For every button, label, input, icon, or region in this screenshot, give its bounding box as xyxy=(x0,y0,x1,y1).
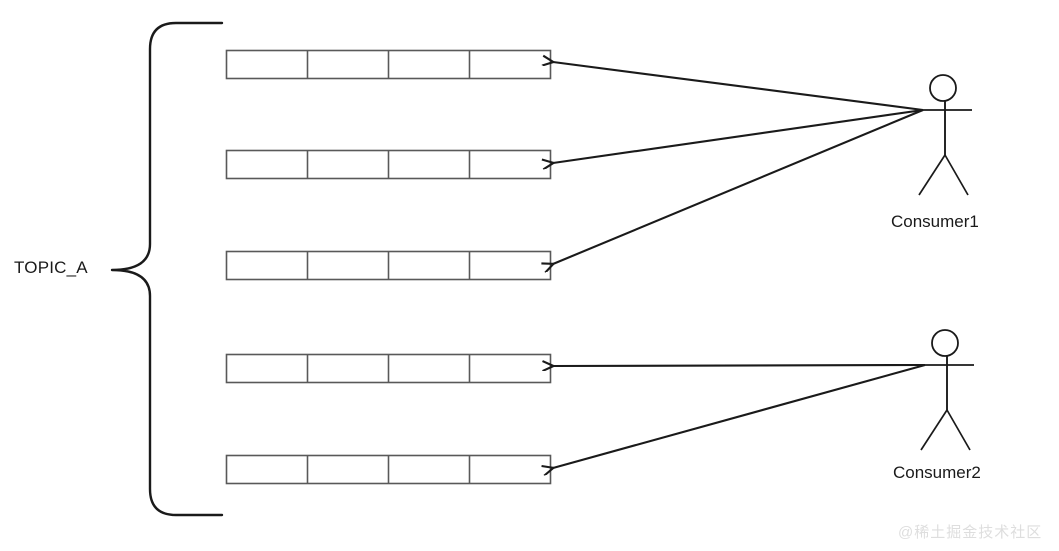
consumer-2-figure xyxy=(920,329,974,451)
topic-label: TOPIC_A xyxy=(14,258,88,277)
consumer-2-leg-right xyxy=(946,409,971,451)
partition-5 xyxy=(225,454,552,485)
arrow-consumer1-partition2 xyxy=(553,108,924,163)
consumer-1-figure xyxy=(918,74,972,196)
consumer-1-label: Consumer1 xyxy=(891,212,979,231)
arrow-consumer2-partition4 xyxy=(553,365,926,366)
partition-3 xyxy=(225,250,552,281)
arrow-consumer1-partition3 xyxy=(553,109,924,264)
brace-path xyxy=(110,21,224,517)
consumer-2-leg-left xyxy=(920,409,948,451)
partition-boxes xyxy=(225,49,552,485)
topic-brace xyxy=(110,21,224,517)
consumer-2-label: Consumer2 xyxy=(893,463,981,482)
watermark: @稀土掘金技术社区 xyxy=(898,524,1043,541)
partition-4 xyxy=(225,353,552,384)
consumer-2-head xyxy=(931,329,959,357)
arrow-consumer2-partition5 xyxy=(553,363,926,468)
consumer-figures xyxy=(918,74,974,451)
arrow-consumer1-partition1 xyxy=(553,62,924,112)
partition-1 xyxy=(225,49,552,80)
consumer-1-head xyxy=(929,74,957,102)
consumer-1-leg-right xyxy=(944,154,969,196)
consumption-arrows xyxy=(553,62,926,468)
consumer-1-leg-left xyxy=(918,154,946,196)
partition-2 xyxy=(225,149,552,180)
